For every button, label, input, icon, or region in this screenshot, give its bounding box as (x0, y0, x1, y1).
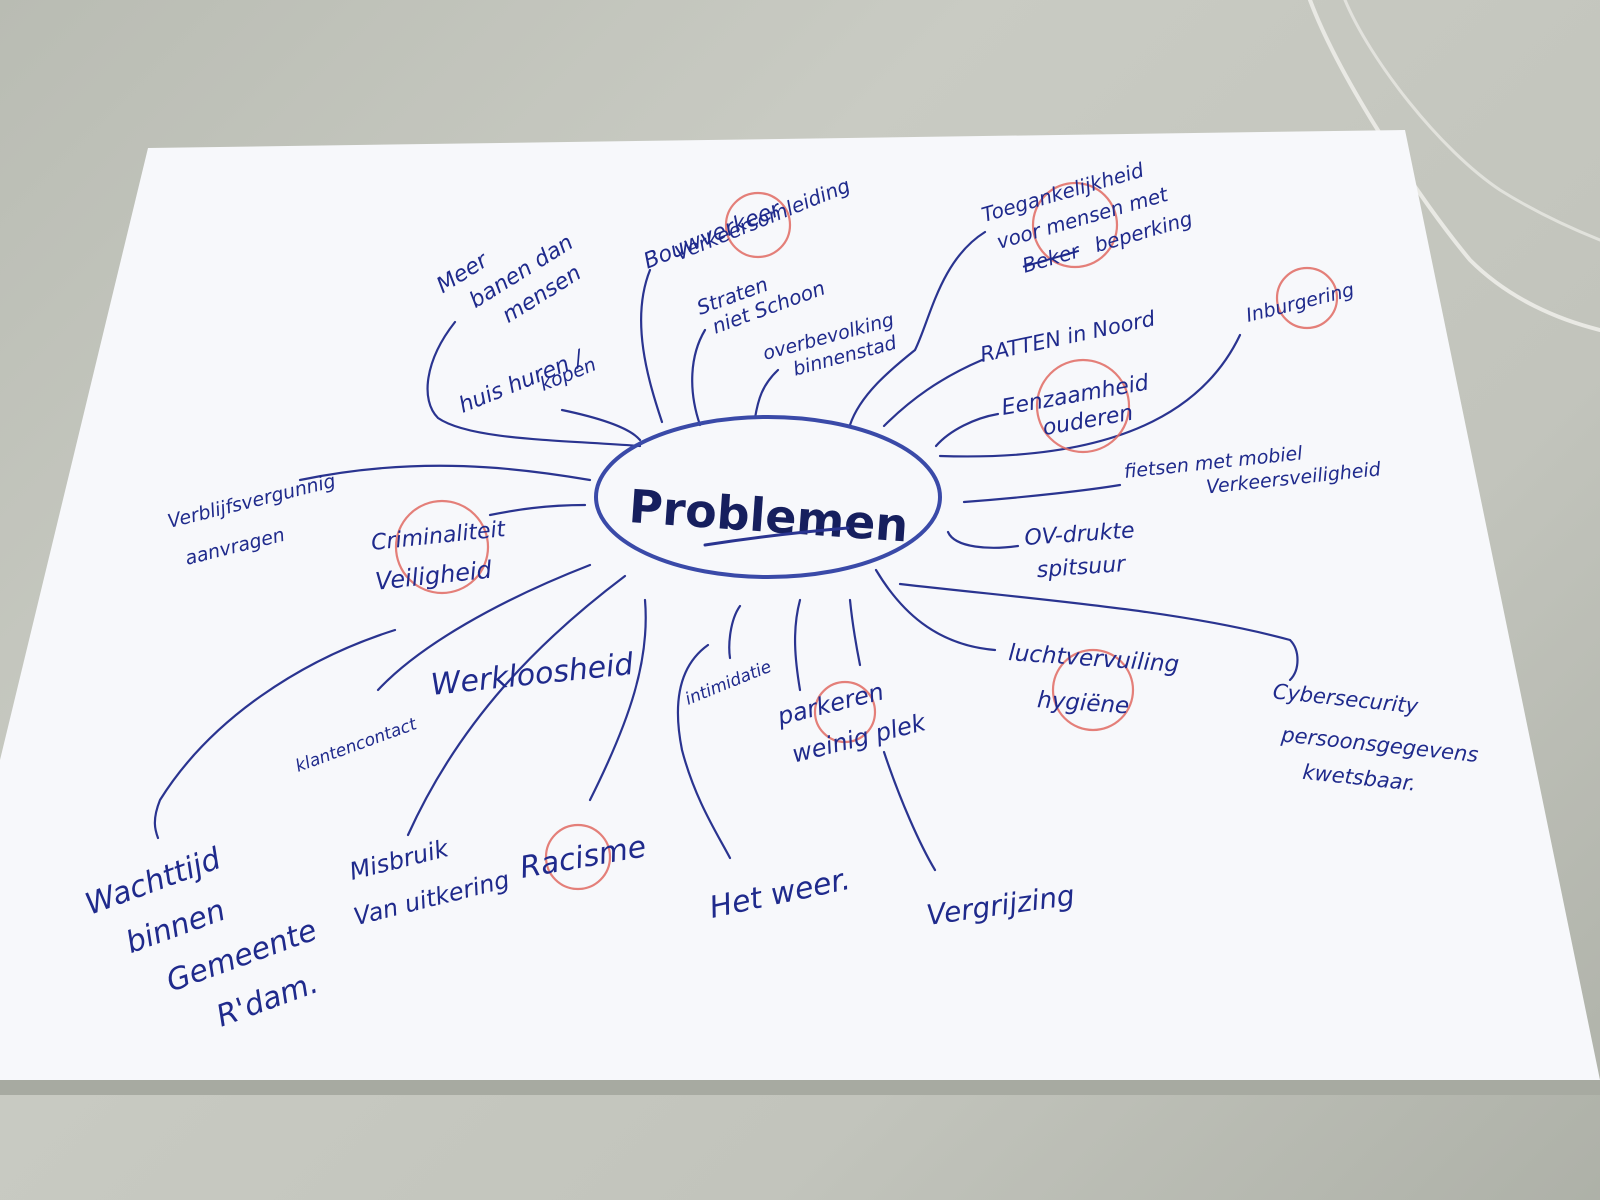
mark-luchtvervuiling (1051, 648, 1135, 732)
luchtvervuiling-line-2: hygiëne (1036, 687, 1130, 719)
branch-huis-huren (560, 408, 642, 442)
branch-fietsen (962, 483, 1122, 504)
branch-verblijfsvergunning (298, 464, 592, 482)
branch-luchtvervuiling (874, 568, 997, 652)
branches (153, 230, 1299, 872)
branch-parkeren-2 (794, 598, 802, 692)
branch-wachttijd (153, 628, 397, 840)
branch-klantencontact (376, 563, 592, 692)
center-ellipse (594, 415, 942, 579)
mark-racisme (544, 823, 612, 891)
branch-eenzaamheid (934, 412, 1000, 448)
branch-het-weer (676, 643, 732, 860)
branch-parkeren (848, 598, 862, 667)
mark-toegankelijkheid (1031, 181, 1119, 269)
paper-sheet (0, 130, 1600, 1080)
mark-parkeren (813, 680, 877, 744)
branch-racisme (588, 598, 647, 802)
branch-overbevolking (753, 368, 780, 420)
mark-inburgering (1275, 266, 1339, 330)
branch-straten (691, 328, 707, 427)
branch-vergrijzing (882, 750, 937, 872)
branch-bouwverkeer (640, 268, 664, 424)
branch-ov (946, 530, 1020, 549)
center-underline (703, 526, 850, 547)
branch-ratten (882, 358, 984, 428)
branch-criminaliteit (488, 503, 587, 517)
branch-intimidatie (728, 604, 742, 660)
mark-criminaliteit (394, 499, 490, 595)
mark-eenzaamheid (1035, 358, 1131, 454)
branch-misbruik (406, 574, 627, 837)
cable (1308, 0, 1600, 332)
branch-meer-banen (426, 320, 642, 448)
paper-shadow (0, 1080, 1600, 1095)
branch-cybersecurity (898, 582, 1299, 682)
mark-bouwverkeer (724, 191, 792, 259)
highlight-marks (394, 181, 1339, 891)
branch-toegankelijkheid (848, 230, 987, 427)
cable-second (1343, 0, 1600, 242)
